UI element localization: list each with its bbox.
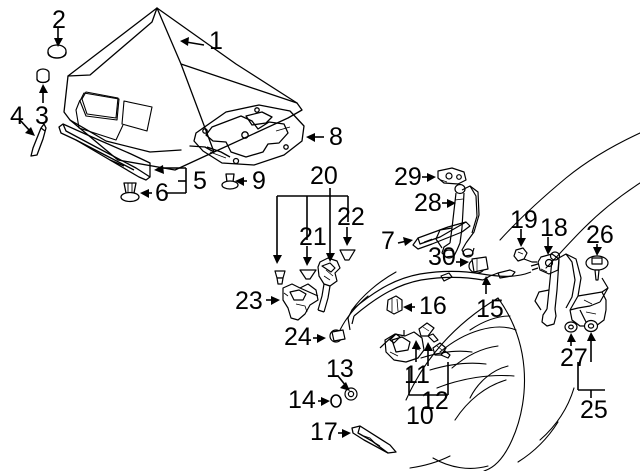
callout-label-29: 29 bbox=[394, 163, 422, 191]
hinge-screw bbox=[329, 329, 346, 343]
cable-retainer-screw bbox=[468, 256, 489, 274]
hinge-fastener-left-bolt bbox=[274, 270, 286, 285]
hood-hinge-right bbox=[317, 257, 341, 313]
callout-label-6: 6 bbox=[155, 179, 169, 207]
small-grommet bbox=[344, 387, 358, 401]
callout-label-27: 27 bbox=[560, 344, 588, 372]
callout-label-23: 23 bbox=[235, 287, 263, 315]
cable-bracket bbox=[530, 253, 560, 275]
callout-label-12: 12 bbox=[421, 387, 449, 415]
hinge-washer bbox=[299, 269, 317, 280]
callout-label-26: 26 bbox=[586, 221, 614, 249]
hood-seal-strip bbox=[30, 123, 47, 157]
callout-label-30: 30 bbox=[428, 243, 456, 271]
callout-leaders bbox=[18, 27, 605, 438]
support-washer bbox=[564, 321, 578, 333]
hood-vent-detail bbox=[75, 91, 153, 141]
hood-release-cable bbox=[347, 267, 539, 349]
callout-label-25: 25 bbox=[580, 396, 608, 424]
hood-bumper-cap bbox=[47, 44, 67, 59]
callout-label-16: 16 bbox=[419, 292, 447, 320]
hood-lock-assembly bbox=[384, 330, 425, 363]
callout-label-1: 1 bbox=[209, 27, 223, 55]
hinge-bolt bbox=[339, 249, 356, 261]
callout-label-8: 8 bbox=[329, 123, 343, 151]
callout-label-7: 7 bbox=[381, 227, 395, 255]
callout-label-19: 19 bbox=[510, 206, 538, 234]
hood-bumper-small bbox=[36, 68, 50, 84]
callout-label-4: 4 bbox=[10, 102, 24, 130]
callout-label-14: 14 bbox=[288, 386, 316, 414]
insulator-clip bbox=[221, 173, 239, 190]
hood-lift-support-left bbox=[435, 183, 480, 259]
moulding-screw bbox=[120, 182, 140, 203]
callout-label-15: 15 bbox=[476, 295, 504, 323]
hood-support-rod bbox=[412, 221, 471, 250]
lock-bolt-a bbox=[418, 322, 439, 343]
hood-hinge-left bbox=[282, 283, 319, 321]
callout-label-5: 5 bbox=[193, 167, 207, 195]
callout-label-24: 24 bbox=[284, 323, 312, 351]
callout-label-21: 21 bbox=[299, 223, 327, 251]
callout-label-13: 13 bbox=[326, 355, 354, 383]
callout-label-10: 10 bbox=[406, 402, 434, 430]
support-mount-bracket bbox=[437, 167, 467, 185]
support-grommet bbox=[585, 255, 609, 281]
callout-label-2: 2 bbox=[52, 6, 66, 34]
lower-seal-strip bbox=[351, 425, 397, 454]
cable-clip bbox=[513, 247, 537, 263]
cable-clamp bbox=[386, 295, 403, 315]
hood-front-moulding bbox=[58, 123, 151, 181]
callout-label-20: 20 bbox=[310, 162, 338, 190]
support-bracket-nut bbox=[583, 319, 599, 333]
callout-label-18: 18 bbox=[540, 214, 568, 242]
callout-label-11: 11 bbox=[404, 361, 430, 389]
callout-label-9: 9 bbox=[252, 167, 266, 195]
hood-insulator bbox=[193, 104, 305, 166]
o-ring bbox=[330, 394, 342, 408]
callout-label-28: 28 bbox=[414, 189, 442, 217]
callout-label-17: 17 bbox=[310, 418, 338, 446]
callout-label-3: 3 bbox=[35, 102, 49, 130]
vehicle-body-outline bbox=[339, 132, 640, 471]
callout-label-22: 22 bbox=[337, 203, 365, 231]
